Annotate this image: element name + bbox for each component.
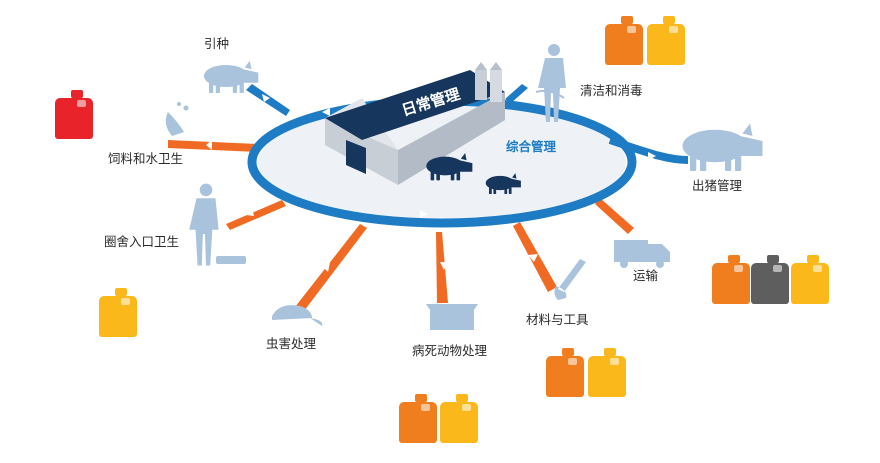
truck-icon xyxy=(614,240,670,262)
barn-icon xyxy=(325,62,505,185)
shovel-icon xyxy=(554,259,586,300)
silo-icon xyxy=(490,70,502,102)
jerrycan-icon xyxy=(440,394,478,443)
arrow-pests xyxy=(295,224,367,311)
label-feed: 饲料和水卫生 xyxy=(108,151,184,166)
truck-wheel-icon xyxy=(620,260,628,268)
center-subtitle: 综合管理 xyxy=(506,139,557,154)
farmer-icon xyxy=(189,183,219,266)
label-intro: 引种 xyxy=(204,36,230,51)
sprayer-icon xyxy=(535,89,565,99)
label-exit: 出猪管理 xyxy=(692,178,743,193)
label-transport: 运输 xyxy=(633,268,659,283)
jerrycan-icon xyxy=(588,348,626,397)
jerrycan-icon xyxy=(712,255,750,304)
rat-icon xyxy=(272,305,323,326)
jerrycan-icon xyxy=(399,394,437,443)
arrow-cleaning xyxy=(505,84,528,103)
arrow-intro xyxy=(246,84,290,116)
label-tools: 材料与工具 xyxy=(526,312,589,327)
jerrycan-icon xyxy=(546,348,584,397)
label-cleaning: 清洁和消毒 xyxy=(580,83,643,98)
jerrycan-icon xyxy=(791,255,829,304)
label-entry: 圈舍入口卫生 xyxy=(104,234,180,249)
footbath-icon xyxy=(216,256,246,264)
label-carcass: 病死动物处理 xyxy=(412,343,488,358)
arrow-exit xyxy=(608,136,689,164)
jerrycan-icon xyxy=(647,16,685,65)
silo-icon xyxy=(475,70,487,100)
jerrycan-icon xyxy=(751,255,789,304)
water-drop-icon xyxy=(177,102,181,106)
arrow-feed xyxy=(168,140,258,152)
arrow-entry xyxy=(226,200,286,230)
pig-icon xyxy=(682,123,763,171)
arrow-transport xyxy=(595,198,634,234)
crate-icon xyxy=(426,304,478,330)
feed-scoop-icon xyxy=(165,112,184,136)
truck-wheel-icon xyxy=(656,260,664,268)
jerrycan-icon xyxy=(55,90,93,139)
label-pests: 虫害处理 xyxy=(266,336,317,351)
spoke-chevrons xyxy=(206,140,538,272)
jerrycan-icon xyxy=(99,288,137,337)
jerrycan-icon xyxy=(605,16,643,65)
water-drop-icon xyxy=(183,105,189,111)
ring-chevrons xyxy=(262,94,656,218)
arrow-carcass xyxy=(436,232,448,303)
